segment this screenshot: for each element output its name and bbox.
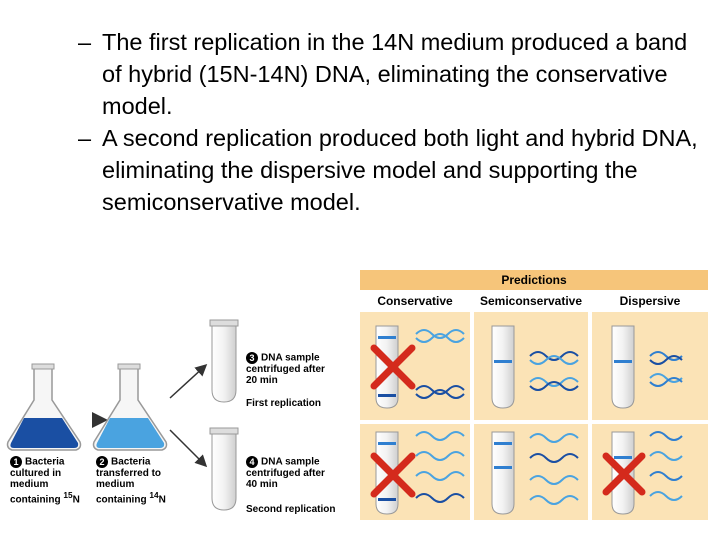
semiconservative-tube-2-icon bbox=[491, 431, 515, 515]
column-dispersive: Dispersive bbox=[619, 294, 681, 308]
bullet-1-text: The first replication in the 14N medium … bbox=[102, 29, 688, 119]
bullet-list: – The first replication in the 14N mediu… bbox=[78, 26, 698, 218]
step-3-number-icon: 3 bbox=[246, 352, 258, 364]
dispersive-tube-1-icon bbox=[611, 325, 635, 409]
tube-first-replication-icon bbox=[209, 319, 239, 403]
bullet-1: – The first replication in the 14N mediu… bbox=[78, 26, 698, 122]
step-1-number-icon: 1 bbox=[10, 456, 22, 468]
first-replication-label: First replication bbox=[246, 398, 322, 409]
column-conservative: Conservative bbox=[377, 294, 453, 308]
bullet-2-text: A second replication produced both light… bbox=[102, 125, 698, 215]
semiconservative-tube-1-icon bbox=[491, 325, 515, 409]
experiment-diagram bbox=[6, 312, 708, 520]
step-4-number-icon: 4 bbox=[246, 456, 258, 468]
eliminated-cross-icons bbox=[370, 344, 646, 498]
tube-second-replication-icon bbox=[209, 427, 239, 511]
bullet-dash: – bbox=[78, 125, 92, 151]
second-replication-label: Second replication bbox=[246, 504, 336, 515]
column-semiconservative: Semiconservative bbox=[479, 294, 583, 308]
bullet-dash: – bbox=[78, 29, 92, 55]
conservative-tube-1-icon bbox=[375, 325, 399, 409]
bullet-2: – A second replication produced both lig… bbox=[78, 122, 698, 218]
flask-15n-icon bbox=[6, 363, 82, 451]
dna-helix-icons bbox=[415, 329, 683, 505]
step-2-number-icon: 2 bbox=[96, 456, 108, 468]
predictions-header: Predictions bbox=[360, 270, 708, 290]
flask-14n-icon bbox=[92, 363, 168, 451]
